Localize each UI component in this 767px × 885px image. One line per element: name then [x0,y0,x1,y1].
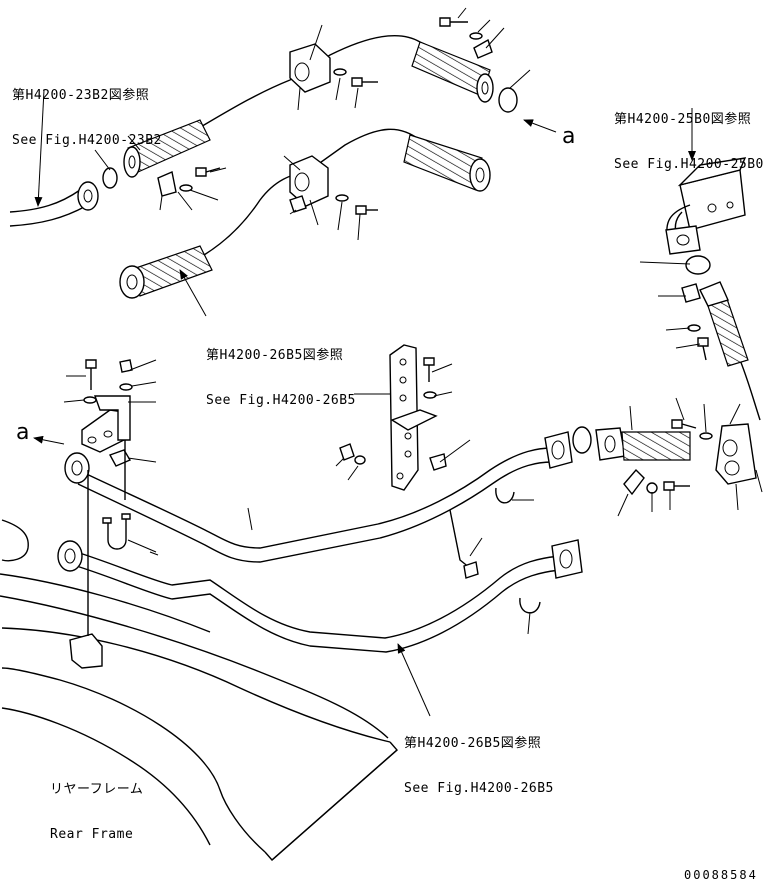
ref-label-26b5-upper: 第H4200-26B5図参照 See Fig.H4200-26B5 [206,318,356,423]
ref-label-23b2: 第H4200-23B2図参照 See Fig.H4200-23B2 [12,58,162,163]
left-clamp-bracket [70,360,132,668]
lower-pipe-2 [58,540,582,652]
rear-frame [0,520,397,860]
upper-hose-2 [120,129,490,298]
ref-label-jp: 第H4200-26B5図参照 [206,348,344,363]
valve-block [666,158,745,274]
lower-pipe-1 [65,432,572,562]
ref-label-en: See Fig.H4200-25B0 [614,157,764,172]
ref-label-25b0: 第H4200-25B0図参照 See Fig.H4200-25B0 [614,82,764,187]
right-lower-hose [573,420,756,494]
ref-label-26b5-lower: 第H4200-26B5図参照 See Fig.H4200-26B5 [404,706,554,811]
arrow-letter-a-left: a [16,420,30,445]
ref-label-jp: 第H4200-26B5図参照 [404,736,542,751]
arrow-letter-a-right: a [562,124,576,149]
rear-frame-label: リヤーフレーム Rear Frame [50,752,143,857]
ref-label-en: See Fig.H4200-26B5 [206,393,356,408]
rear-frame-label-en: Rear Frame [50,827,134,842]
rear-frame-label-jp: リヤーフレーム [50,782,144,797]
upper-hose-1 [124,36,493,177]
drawing-code: 00088584 [684,868,758,882]
reference-arrows [33,90,696,716]
ref-label-en: See Fig.H4200-23B2 [12,133,162,148]
ref-label-jp: 第H4200-23B2図参照 [12,88,150,103]
ref-label-en: See Fig.H4200-26B5 [404,781,554,796]
vertical-plate-bracket [340,345,540,613]
right-hose [682,282,760,420]
upper-hardware [10,18,517,226]
leader-lines [64,8,762,634]
ref-label-jp: 第H4200-25B0図参照 [614,112,752,127]
